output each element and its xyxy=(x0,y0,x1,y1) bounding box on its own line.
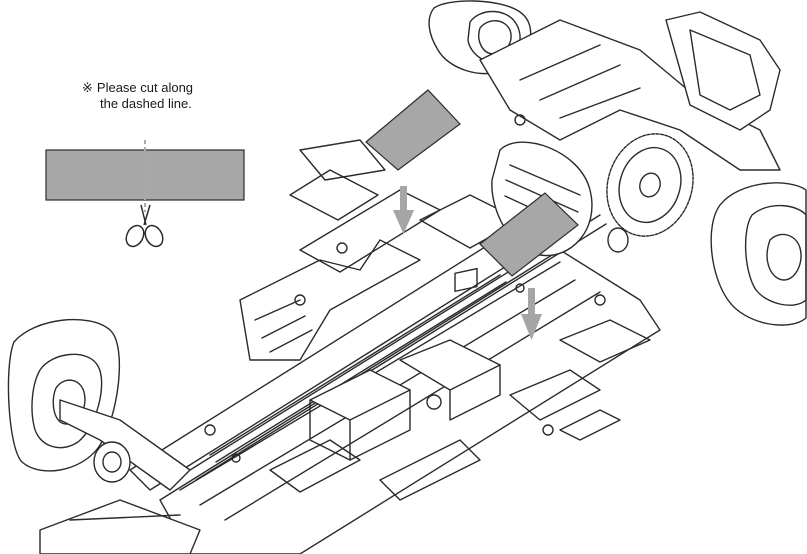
note-line-2: the dashed line. xyxy=(100,96,192,111)
front-suspension xyxy=(39,399,201,554)
center-shaft xyxy=(189,214,607,481)
tape-pad-left xyxy=(365,89,461,171)
note-line-1: Please cut along xyxy=(96,80,194,95)
receiver-unit xyxy=(399,267,501,421)
side-frame-left xyxy=(239,239,421,361)
wheel-front-right xyxy=(710,182,807,326)
cut-instruction xyxy=(45,140,245,248)
down-arrow-icon xyxy=(393,186,414,234)
scissors-icon xyxy=(125,204,164,248)
battery-tray xyxy=(289,139,521,273)
cut-note: ※Please cut along the dashed line. xyxy=(82,80,242,112)
spur-gear xyxy=(606,133,694,253)
esc-unit xyxy=(309,369,411,461)
note-symbol: ※ xyxy=(82,80,93,95)
upper-deck xyxy=(479,11,781,171)
down-arrow-icon xyxy=(521,288,542,340)
tape-pad-right xyxy=(479,192,579,277)
